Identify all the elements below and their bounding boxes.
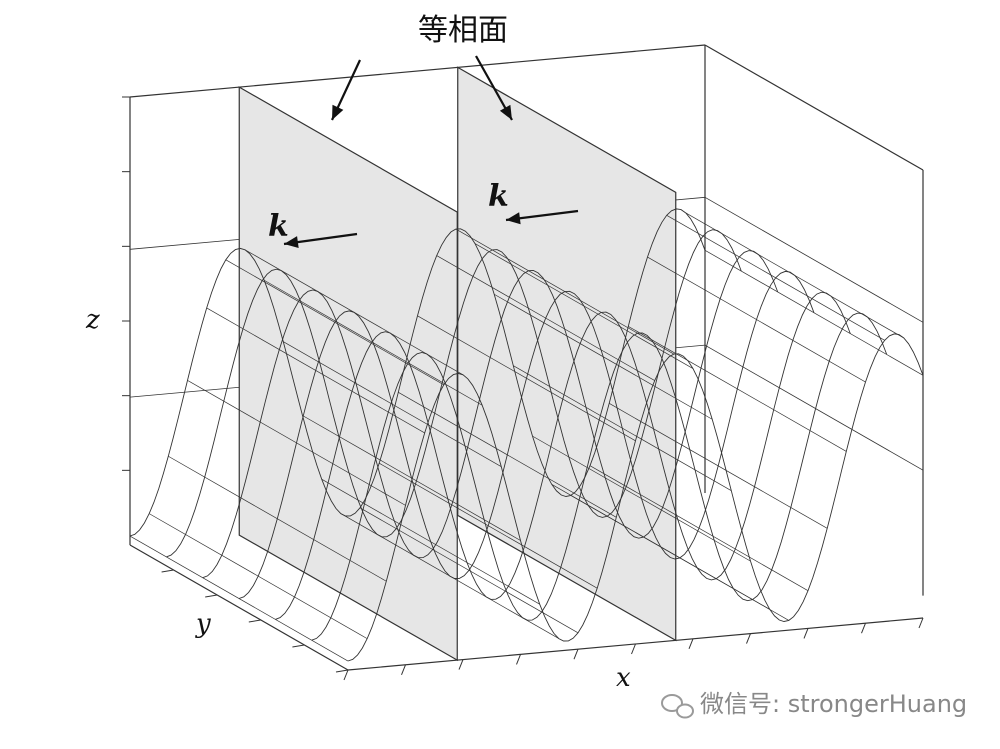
box-edge-front-left	[129, 544, 349, 671]
mesh-line-y-52	[378, 462, 598, 589]
mesh-line-y-84	[532, 435, 751, 562]
mesh-line-y-64	[436, 255, 655, 381]
x-tick-1	[401, 664, 406, 675]
mesh-line-y-4	[148, 513, 368, 639]
mesh-line-y-56	[398, 392, 617, 518]
mesh-line-y-60	[417, 315, 636, 442]
mesh-line-y-24	[244, 249, 464, 376]
k-arrow-left	[283, 232, 358, 249]
z-axis-label: z	[85, 305, 100, 335]
phase-arrow-right	[475, 55, 513, 121]
mesh-line-y-92	[570, 495, 790, 621]
watermark-text: 微信号: strongerHuang	[700, 690, 967, 718]
mesh-line-y-28	[263, 279, 483, 406]
mesh-line-y-116	[685, 212, 905, 339]
mesh-line-y-112	[666, 214, 885, 341]
phase-arrow-right-head	[499, 104, 512, 120]
x-tick-10	[918, 617, 924, 629]
mesh-line-y-40	[321, 478, 540, 605]
mesh-line-y-76	[493, 293, 713, 420]
equiphase-plane-label: 等相面	[418, 13, 508, 48]
mesh-line-y-12	[187, 380, 406, 506]
wechat-icon	[661, 694, 694, 719]
axis-ticks	[122, 96, 924, 681]
y-tick-5	[335, 669, 349, 673]
mesh-line-y-96	[589, 465, 809, 591]
annotation-arrows	[283, 55, 579, 249]
x-tick-3	[516, 654, 521, 665]
x-axis-label: x	[616, 663, 631, 693]
k-arrow-right	[505, 209, 579, 225]
mesh-line-y-104	[628, 326, 847, 452]
box-edge-back-top	[129, 44, 706, 98]
x-tick-5	[631, 643, 636, 655]
x-tick-2	[458, 659, 464, 670]
y-tick-4	[292, 644, 305, 648]
y-tick-3	[248, 619, 261, 623]
mesh-line-y-68	[455, 228, 675, 355]
mesh-line-y-80	[513, 365, 732, 491]
wave-surface-mesh	[129, 208, 924, 662]
box-edge-right-top	[704, 44, 924, 171]
x-tick-6	[688, 638, 694, 649]
mesh-line-y-120	[704, 249, 924, 376]
mesh-line-y-20	[225, 259, 445, 386]
y-tick-2	[205, 594, 218, 598]
mesh-line-y-0	[129, 535, 349, 662]
phase-arrow-left-head	[332, 104, 344, 120]
mesh-line-y-44	[340, 513, 560, 639]
mesh-line-y-108	[647, 256, 866, 383]
y-axis-label: y	[195, 609, 211, 639]
x-tick-8	[803, 628, 809, 639]
mesh-line-y-36	[302, 415, 521, 541]
mesh-line-y-48	[359, 507, 579, 634]
mesh-line-y-72	[474, 243, 694, 369]
mesh-line-y-100	[608, 403, 828, 529]
right-wall-gridline-1	[704, 196, 924, 323]
x-tick-9	[861, 623, 866, 634]
x-tick-4	[573, 649, 579, 660]
x-tick-0	[343, 669, 349, 681]
k-arrow-right-head	[506, 212, 521, 225]
equiphase-plane-2	[457, 66, 677, 642]
phase-arrow-left	[331, 59, 361, 121]
mesh-line-y-16	[206, 307, 425, 434]
x-tick-7	[746, 633, 751, 644]
right-wall-gridline-0	[704, 344, 924, 471]
y-tick-1	[161, 569, 174, 573]
wave-vector-label-right: k	[488, 179, 509, 214]
k-arrow-left-head	[284, 236, 299, 249]
wave-vector-label-left: k	[268, 209, 289, 244]
mesh-line-y-32	[283, 341, 502, 468]
mesh-line-y-8	[168, 455, 387, 582]
